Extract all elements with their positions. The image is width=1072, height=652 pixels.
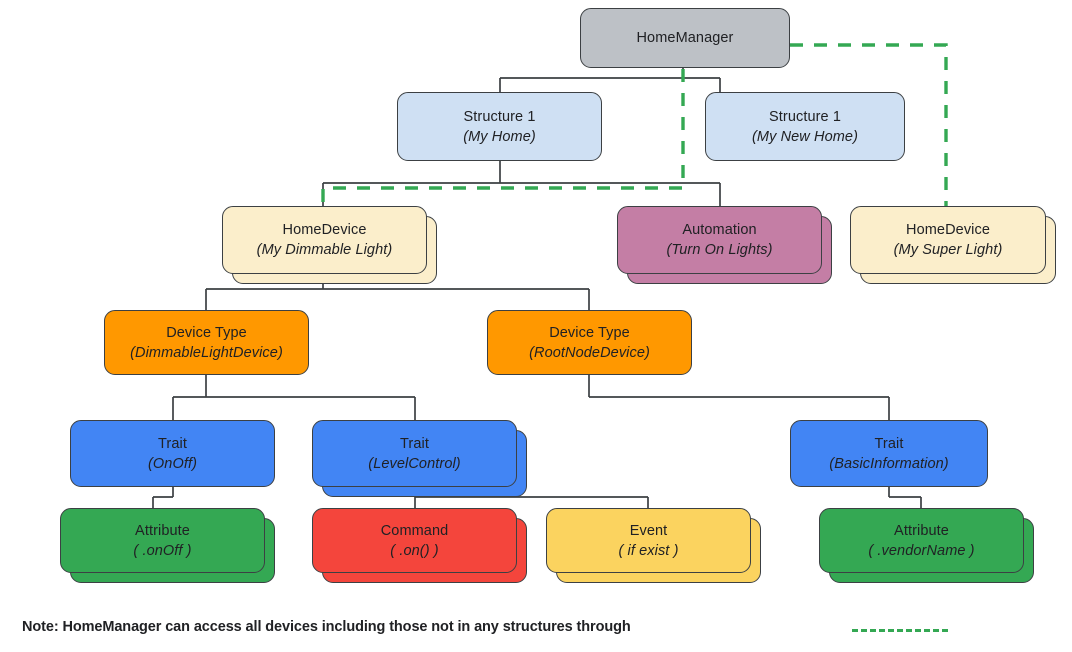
node-home-device-dimmable[interactable]: HomeDevice (My Dimmable Light) <box>222 206 427 274</box>
node-home-device-dimmable-line2: (My Dimmable Light) <box>256 242 393 258</box>
node-trait-levelcontrol-line1: Trait <box>400 435 429 452</box>
node-structure-my-home-line1: Structure 1 <box>463 108 536 125</box>
node-trait-levelcontrol-line2: (LevelControl) <box>368 455 461 472</box>
node-device-type-rootnode[interactable]: Device Type (RootNodeDevice) <box>487 310 692 375</box>
node-device-type-dimmable-line1: Device Type <box>166 324 247 341</box>
node-automation-line1: Automation <box>682 222 757 238</box>
node-trait-basicinfo-line1: Trait <box>874 435 904 452</box>
node-attribute-vendorname[interactable]: Attribute ( .vendorName ) <box>819 508 1024 573</box>
node-home-device-super-line2: (My Super Light) <box>893 242 1003 258</box>
node-attribute-vendorname-line2: ( .vendorName ) <box>868 542 975 559</box>
node-device-type-dimmable-line2: (DimmableLightDevice) <box>130 344 283 361</box>
node-command-on-line2: ( .on() ) <box>390 542 439 559</box>
node-automation-line2: (Turn On Lights) <box>666 242 773 258</box>
node-trait-onoff-line2: (OnOff) <box>147 455 198 472</box>
node-trait-onoff[interactable]: Trait (OnOff) <box>70 420 275 487</box>
node-device-type-rootnode-line2: (RootNodeDevice) <box>529 344 650 361</box>
node-home-device-dimmable-line1: HomeDevice <box>282 222 367 238</box>
node-structure-my-home[interactable]: Structure 1 (My Home) <box>397 92 602 161</box>
node-attribute-onoff-line2: ( .onOff ) <box>133 542 192 559</box>
node-structure-my-new-home[interactable]: Structure 1 (My New Home) <box>705 92 905 161</box>
node-trait-levelcontrol[interactable]: Trait (LevelControl) <box>312 420 517 487</box>
node-home-device-super-line1: HomeDevice <box>906 222 990 238</box>
node-event-if-exist[interactable]: Event ( if exist ) <box>546 508 751 573</box>
node-structure-my-new-home-line2: (My New Home) <box>751 128 859 145</box>
node-event-if-exist-line1: Event <box>629 522 668 539</box>
node-trait-basicinfo-line2: (BasicInformation) <box>829 455 949 472</box>
node-home-manager-line1: HomeManager <box>636 30 734 46</box>
node-command-on[interactable]: Command ( .on() ) <box>312 508 517 573</box>
node-home-device-super[interactable]: HomeDevice (My Super Light) <box>850 206 1046 274</box>
node-structure-my-home-line2: (My Home) <box>463 128 536 145</box>
node-command-on-line1: Command <box>380 522 449 539</box>
node-device-type-dimmable[interactable]: Device Type (DimmableLightDevice) <box>104 310 309 375</box>
node-structure-my-new-home-line1: Structure 1 <box>768 108 842 125</box>
node-automation[interactable]: Automation (Turn On Lights) <box>617 206 822 274</box>
node-device-type-rootnode-line1: Device Type <box>549 324 630 341</box>
node-event-if-exist-line2: ( if exist ) <box>618 542 679 559</box>
node-attribute-vendorname-line1: Attribute <box>894 522 949 539</box>
footnote-text: Note: HomeManager can access all devices… <box>22 619 631 635</box>
node-trait-basicinfo[interactable]: Trait (BasicInformation) <box>790 420 988 487</box>
node-attribute-onoff[interactable]: Attribute ( .onOff ) <box>60 508 265 573</box>
node-attribute-onoff-line1: Attribute <box>135 522 190 539</box>
node-trait-onoff-line1: Trait <box>158 435 187 452</box>
footnote-dashed-line-legend-icon <box>852 629 948 632</box>
node-home-manager[interactable]: HomeManager <box>580 8 790 68</box>
